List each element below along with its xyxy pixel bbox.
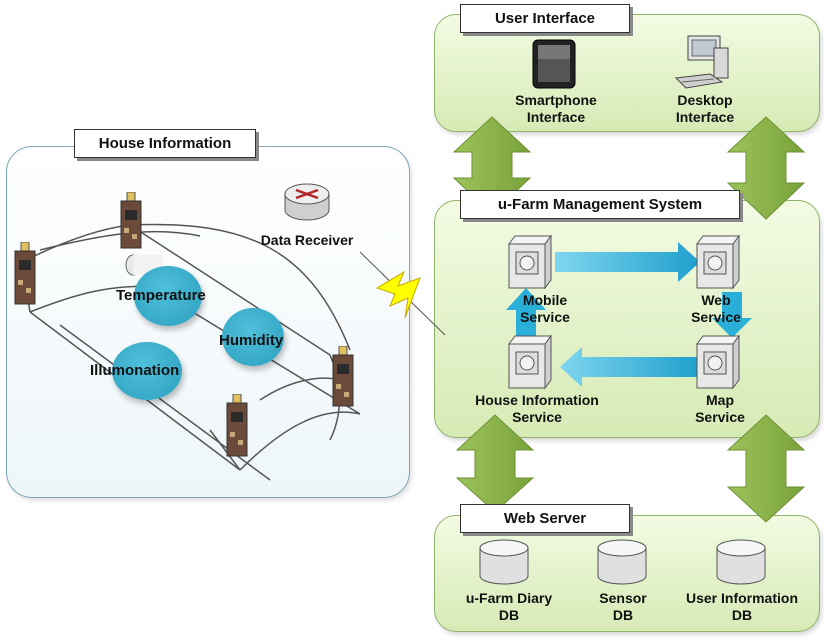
house-information-service-label: House Information Service [475, 392, 599, 425]
illumination-bubble [112, 342, 182, 400]
desktop-interface-label: Desktop Interface [675, 92, 735, 125]
user-interface-panel [434, 14, 820, 132]
web-server-title: Web Server [460, 504, 630, 533]
arrow-ui-web [726, 116, 806, 220]
user-interface-title: User Interface [460, 4, 630, 33]
flow-arrow-web-to-map [712, 292, 752, 338]
illumination-label: Illumonation [90, 362, 180, 379]
house-information-title: House Information [74, 129, 256, 158]
smartphone-icon [532, 39, 576, 89]
arrow-house-db [455, 414, 535, 513]
database-icon [597, 539, 647, 585]
server-icon [696, 334, 740, 390]
arrow-map-db [726, 414, 806, 523]
lightning-icon [375, 270, 421, 319]
flow-arrow-house-to-mobile [506, 288, 546, 338]
sensor-db-label: Sensor DB [599, 590, 647, 623]
database-icon [479, 539, 529, 585]
sensor-board-icon [120, 192, 142, 249]
temperature-bubble [134, 266, 202, 326]
temperature-label: Temperature [116, 287, 206, 304]
sensor-board-icon [332, 346, 354, 407]
management-system-title: u-Farm Management System [460, 190, 740, 219]
smartphone-interface-label: Smartphone Interface [515, 92, 597, 125]
data-receiver-label: Data Receiver [260, 232, 354, 248]
sensor-board-icon [226, 394, 248, 457]
mobile-service-label: Mobile Service [520, 292, 570, 325]
server-icon [696, 234, 740, 290]
desktop-computer-icon [674, 35, 729, 89]
humidity-bubble [222, 308, 284, 366]
user-information-db-label: User Information DB [685, 590, 798, 623]
flow-arrow-map-to-house [560, 347, 700, 387]
humidity-label: Humidity [219, 332, 284, 349]
database-icon [716, 539, 766, 585]
management-system-panel [434, 200, 820, 438]
sensor-board-icon [14, 242, 36, 305]
web-service-label: Web Service [691, 292, 741, 325]
map-service-label: Map Service [695, 392, 745, 425]
flow-arrow-mobile-to-web [555, 242, 700, 282]
farm-diary-db-label: u-Farm Diary DB [465, 590, 553, 623]
greenhouse-drawing [21, 223, 361, 481]
router-icon [284, 183, 330, 221]
server-icon [508, 234, 552, 290]
server-icon [508, 334, 552, 390]
